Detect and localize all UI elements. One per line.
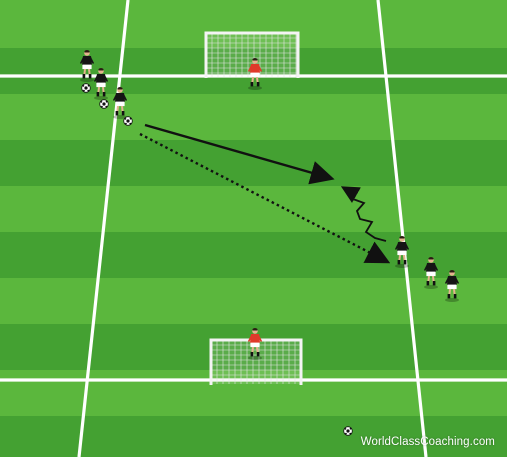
grass-stripe xyxy=(0,0,507,48)
grass-stripe xyxy=(0,232,507,278)
pass-arrow-solid xyxy=(144,123,335,185)
right-sideline xyxy=(376,0,428,457)
soccer-ball-icon xyxy=(99,99,109,109)
watermark-text: WorldClassCoaching.com xyxy=(360,436,495,448)
grass-stripe xyxy=(0,94,507,140)
top-goal xyxy=(204,31,300,78)
grass-stripe xyxy=(0,140,507,186)
grass-stripe xyxy=(0,186,507,232)
movement-arrows xyxy=(139,123,391,264)
run-arrow-dotted xyxy=(139,132,391,264)
grass-stripe xyxy=(0,278,507,324)
soccer-ball-icon xyxy=(123,116,133,126)
soccer-ball-icon xyxy=(343,426,353,436)
left-sideline xyxy=(77,0,130,457)
soccer-ball-icon xyxy=(81,83,91,93)
dribble-squiggle xyxy=(340,186,387,242)
